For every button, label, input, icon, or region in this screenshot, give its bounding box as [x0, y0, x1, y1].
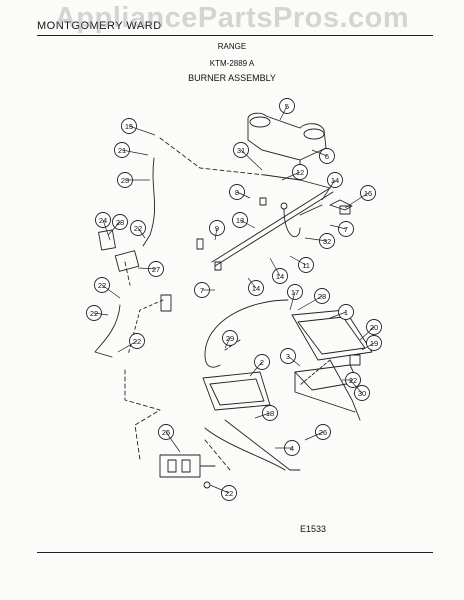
callout-leader-line: [93, 312, 109, 316]
callout-leader-line: [128, 125, 156, 136]
callout-leader-line: [137, 227, 146, 239]
callout-leader-line: [361, 342, 375, 351]
callout-leader-line: [137, 267, 157, 270]
callout-leader-line: [247, 277, 257, 289]
callout-leader-line: [224, 337, 231, 349]
callout-number: 14: [252, 284, 260, 293]
callout-leader-line: [107, 221, 121, 236]
callout-number: 18: [266, 409, 274, 418]
callout-number: 27: [152, 265, 160, 274]
callout-leader-line: [329, 311, 347, 319]
callout-number: 14: [276, 272, 284, 281]
callout-number: 3: [286, 352, 290, 361]
callout-leader-line: [297, 295, 323, 311]
callout-number: 13: [236, 216, 244, 225]
callout-number: 19: [370, 339, 378, 348]
callout-number: 22: [225, 489, 233, 498]
callout-number: 28: [318, 292, 326, 301]
callout-number: 22: [349, 376, 357, 385]
callout-number: 22: [133, 337, 141, 346]
callout-leader-line: [329, 224, 347, 230]
callout-leader-line: [279, 105, 288, 121]
callout-number: 22: [90, 309, 98, 318]
callout-number: 23: [121, 176, 129, 185]
callout-leader-line: [121, 149, 149, 156]
diagram-code: E1533: [300, 524, 327, 534]
callout-leader-line: [281, 171, 301, 181]
footer-rule: [37, 552, 433, 553]
callout-leader-line: [117, 340, 138, 353]
callout-number: 30: [358, 389, 366, 398]
brand-name: MONTGOMERY WARD: [37, 20, 162, 32]
callout-leader-line: [236, 191, 251, 199]
callout-leader-line: [254, 412, 271, 419]
callout-number: 11: [302, 261, 310, 270]
header-rule: [37, 35, 433, 36]
callout-leader-line: [289, 255, 307, 266]
callout-number: 32: [323, 237, 331, 246]
callout-leader-line: [102, 219, 111, 241]
callout-leader-line: [239, 219, 256, 229]
callout-number: 20: [370, 323, 378, 332]
callout-leader-line: [101, 284, 121, 299]
callout-leader-line: [321, 179, 336, 201]
callout-number: 21: [118, 146, 126, 155]
callout-number: 26: [319, 428, 327, 437]
assembly-title: BURNER ASSEMBLY: [188, 73, 276, 83]
callout-leader-line: [344, 192, 369, 209]
callout-leader-line: [249, 361, 263, 377]
callout-number: 7: [200, 286, 204, 295]
callout-number: 16: [364, 189, 372, 198]
callout-leader-line: [289, 291, 296, 311]
callout-number: 6: [325, 152, 329, 161]
callout-leader-line: [311, 149, 328, 157]
callout-leader-line: [287, 355, 301, 367]
model-category: RANGE: [217, 42, 247, 51]
callout-number: 4: [290, 444, 294, 453]
callout-number: 12: [296, 168, 304, 177]
model-number: KTM-2889 A: [209, 59, 255, 68]
callout-leader-line: [269, 257, 281, 277]
callout-leader-line: [359, 326, 375, 341]
callout-leader-line: [304, 431, 324, 441]
callout-leader-line: [349, 379, 363, 394]
callout-number: 7: [344, 225, 348, 234]
callout-leader-line: [304, 237, 328, 242]
callout-number: 1: [344, 308, 348, 317]
callout-leader-line: [165, 431, 181, 453]
callout-leader-line: [209, 484, 230, 494]
callout-number: 22: [98, 281, 106, 290]
callout-leader-line: [214, 227, 218, 241]
callout-number: 31: [237, 146, 245, 155]
callout-leader-line: [240, 149, 263, 171]
callout-number: 8: [235, 188, 239, 197]
callout-number: 15: [125, 122, 133, 131]
